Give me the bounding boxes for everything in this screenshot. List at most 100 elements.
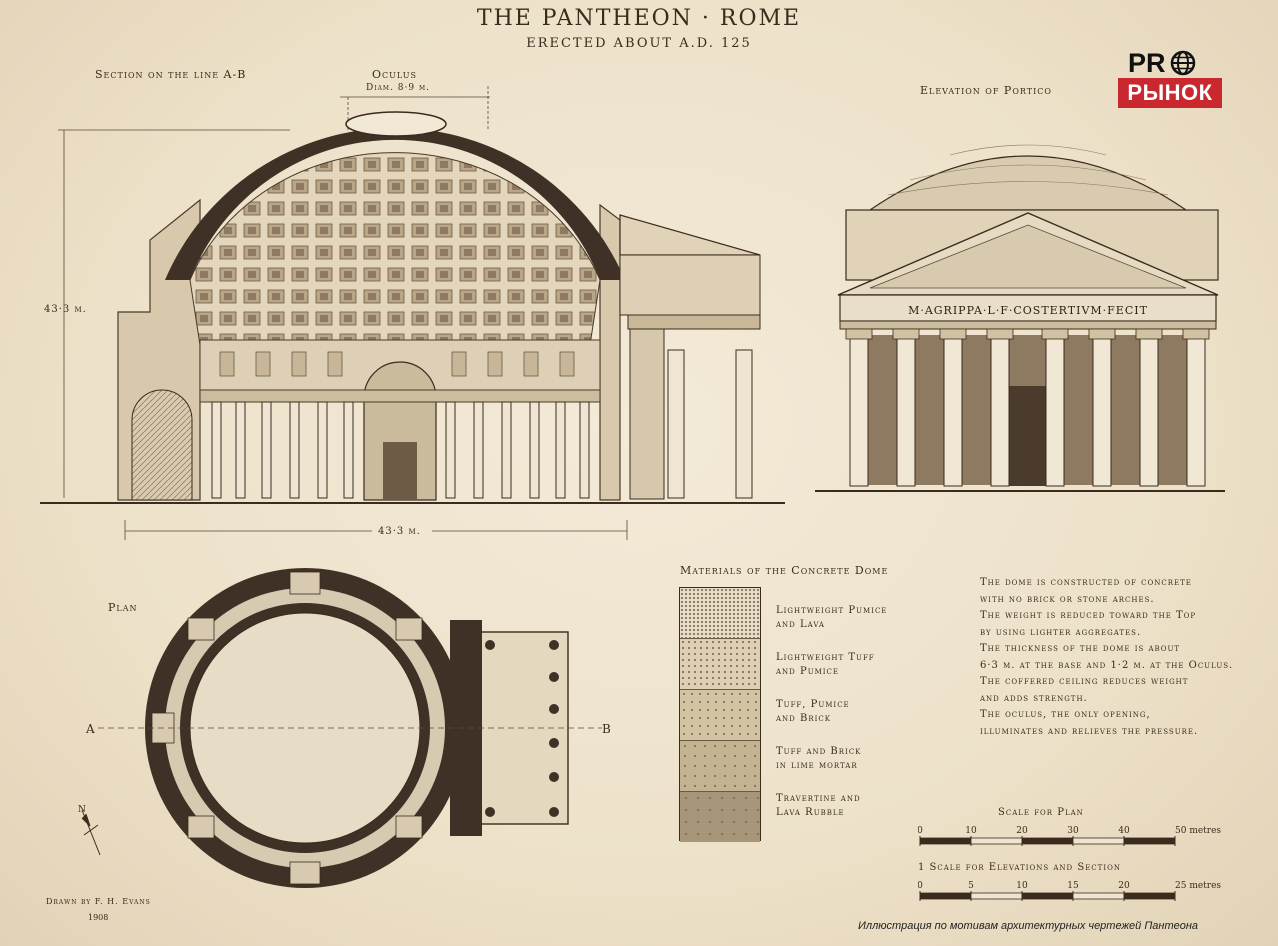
oculus-diameter: Diam. 8·9 m. [366,83,430,93]
material-label-line: and Pumice [776,666,839,677]
note-line: and adds strength. [980,692,1088,704]
globe-icon [1170,50,1195,76]
material-label-line: and Lava [776,619,825,630]
material-swatch [680,639,760,690]
plan-niches [151,571,423,885]
scale-tick-label: 30 [1067,826,1079,836]
left-niche-arch [131,389,193,501]
scale-tick-label: 0 [918,881,923,891]
material-swatch [680,792,760,842]
plan-marker-a: A [85,722,95,736]
north-arrow-icon [81,809,101,856]
scale-tick-label: 25 metres [1175,881,1221,891]
scale-segment [1072,837,1125,845]
pediment-tympanum [869,224,1187,289]
material-label: Lightweight Pumice and Lava [776,604,906,651]
note-line: The oculus, the only opening, [980,709,1151,720]
scale-tick-label: 20 [1016,826,1028,836]
plan-drawing: A B N [78,568,611,888]
oculus-opening [345,111,447,137]
scale-segment [970,892,1023,900]
scale-segment [1072,892,1125,900]
plan-floor [189,612,421,844]
sheet-title: THE PANTHEON · ROME [476,6,802,31]
sheet-subtitle: ERECTED ABOUT A.D. 125 [526,36,752,51]
material-label-line: in lime mortar [776,760,858,771]
materials-heading: Materials of the Concrete Dome [680,564,889,577]
note-line: by using lighter aggregates. [980,626,1142,638]
material-swatch [680,690,760,741]
portico-capitals [845,328,1210,340]
section-label: Section on the line A-B [95,68,247,81]
plan-portico-columns [485,640,559,817]
material-swatch [680,588,760,639]
material-label-line: Travertine and [776,793,861,804]
plan-marker-b: B [602,722,611,736]
credit-year: 1908 [88,913,109,922]
material-label-line: Lightweight Pumice [776,605,888,616]
scale-segment [919,837,972,845]
lower-entablature [199,389,601,403]
scale-tick-label: 40 [1118,826,1130,836]
scale-segment [1123,837,1176,845]
section-height-dimension: 43·3 m. [44,304,87,315]
scale-segment [1123,892,1176,900]
scale-segment [919,892,972,900]
portico-elevation-drawing: M·AGRIPPA·L·F·COSTERTIVM·FECIT [815,144,1225,492]
material-label-line: Tuff and Brick [776,746,862,757]
image-caption: Иллюстрация по мотивам архитектурных чер… [858,920,1199,932]
material-label: Tuff and Brick in lime mortar [776,745,906,792]
material-label-line: Lightweight Tuff [776,652,875,663]
material-label-line: Tuff, Pumice [776,699,850,710]
dome-shell [165,127,625,280]
scale-bar-graphic: 0 10 20 30 40 50 metres [917,826,1221,846]
scale-tick-label: 5 [968,881,974,891]
section-portico-columns [667,349,753,499]
portico-dome [868,155,1188,211]
plan-label: Plan [108,601,138,614]
dome-notes: The dome is constructed of concrete with … [980,575,1260,740]
scale-segment [970,837,1023,845]
scale-plan-label: Scale for Plan [998,807,1084,818]
note-line: The dome is constructed of concrete [980,577,1192,588]
section-portico-upper [619,254,761,316]
interior-columns [211,401,590,499]
scale-tick-label: 50 metres [1175,826,1221,836]
scale-segment [1021,837,1074,845]
portico-label: Elevation of Portico [920,84,1052,97]
section-drawing [40,86,785,540]
note-line: illuminates and relieves the pressure. [980,725,1199,737]
material-label-line: and Brick [776,713,831,724]
credit-drawn-by: Drawn by F. H. Evans [46,897,151,906]
section-portico-pier [629,328,665,500]
portico-door [1008,386,1048,486]
scale-tick-label: 10 [1016,881,1028,891]
note-line: The thickness of the dome is about [980,643,1181,654]
section-width-dimension: 43·3 m. [378,526,421,537]
attic-windows [219,351,575,377]
materials-swatch-column [679,587,761,842]
logo-pro-text: PR [1128,48,1166,78]
note-line: The weight is reduced toward the Top [980,610,1197,621]
portico-inscription: M·AGRIPPA·L·F·COSTERTIVM·FECIT [908,304,1148,317]
logo-rynok-text: РЫНОК [1118,78,1222,108]
scale-segment [1021,892,1074,900]
section-portico-entablature [627,314,761,330]
scale-tick-label: 20 [1118,881,1130,891]
portico-architrave [839,320,1217,330]
material-label-line: Lava Rubble [776,807,845,818]
oculus-label: Oculus [372,68,417,81]
coffered-dome-interior [189,152,601,346]
pro-rynok-logo: PR РЫНОК [1118,48,1222,108]
note-line: with no brick or stone arches. [980,593,1155,605]
scale-bar-plan: 0 10 20 30 40 50 metres [917,824,1228,854]
material-label: Lightweight Tuff and Pumice [776,651,906,698]
material-swatch [680,741,760,792]
scale-tick-label: 0 [918,826,923,836]
section-pediment [619,214,761,256]
scale-tick-label: 10 [965,826,977,836]
